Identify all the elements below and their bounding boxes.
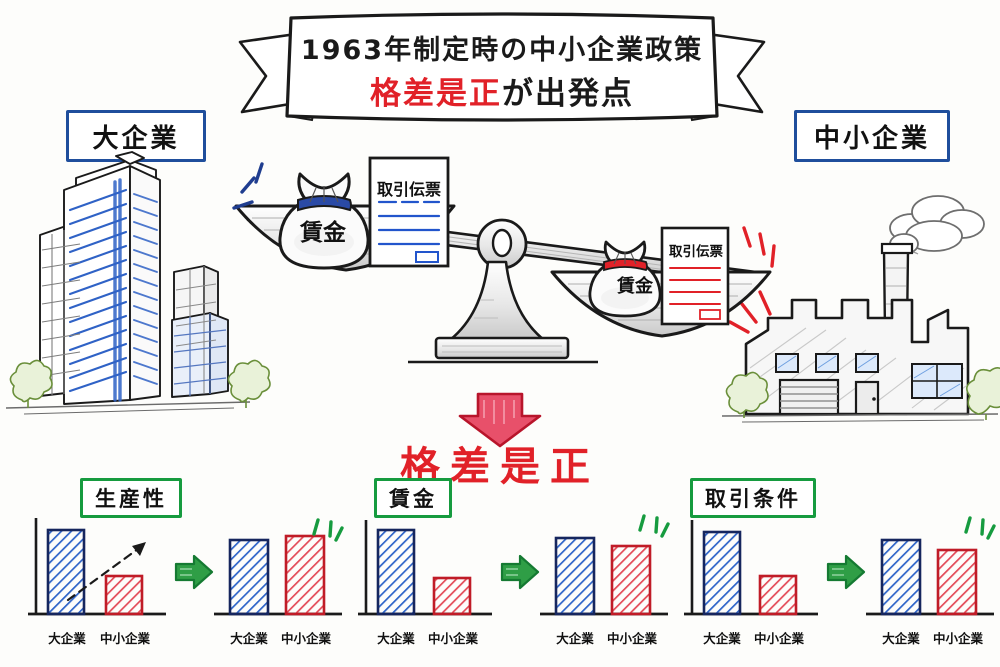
panel-trade-terms-chart — [684, 516, 996, 616]
panel-productivity: 生産性 — [18, 478, 348, 663]
green-arrow-icon — [174, 554, 214, 590]
smoke-icon — [889, 195, 985, 255]
document-slip-red — [660, 226, 730, 326]
banner-title-line-2: 格差是正が出発点 — [232, 68, 772, 113]
tree-icon — [9, 359, 271, 408]
factory-window-icon — [775, 353, 963, 399]
panel-productivity-before-cat-1: 大企業 — [48, 631, 86, 646]
sparkle-icon — [312, 518, 344, 542]
document-slip-blue — [368, 156, 450, 268]
factory-illustration — [721, 195, 1000, 423]
panel-productivity-after-cat-2: 中小企業 — [280, 631, 331, 646]
panel-productivity-title: 生産性 — [80, 478, 182, 518]
scale-stand — [408, 260, 598, 364]
banner-ribbon-shape — [238, 12, 766, 122]
emphasis-marks-red-scale — [742, 226, 776, 268]
balance-scale-illustration — [232, 156, 776, 364]
money-bag-small — [588, 240, 662, 318]
panel-productivity-after-cat-1: 大企業 — [230, 631, 268, 646]
green-arrow-icon — [500, 554, 540, 590]
sparkle-icon — [964, 516, 996, 540]
tree-icon — [725, 367, 1000, 420]
document-slip-blue-title: 取引伝票 — [376, 180, 441, 199]
panel-trade-terms: 取引条件 — [676, 478, 998, 663]
panel-wages-before-cat-2: 中小企業 — [427, 631, 478, 646]
document-slip-red-title: 取引伝票 — [669, 244, 723, 260]
panel-productivity-chart — [28, 518, 344, 616]
factory-shutter-icon — [778, 378, 880, 416]
title-banner: 1963年制定時の中小企業政策 格差是正が出発点 — [232, 4, 772, 128]
panel-trade-terms-before-cat-2: 中小企業 — [753, 631, 804, 646]
emphasis-marks-red — [728, 290, 772, 334]
scale-pivot — [476, 218, 528, 270]
banner-title-highlight: 格差是正 — [370, 76, 502, 112]
banner-title-line-1: 1963年制定時の中小企業政策 — [300, 35, 704, 66]
sparkle-icon — [638, 514, 670, 538]
panel-trade-terms-title: 取引条件 — [690, 478, 816, 518]
banner-title-suffix: が出発点 — [502, 76, 634, 112]
emphasis-marks-blue — [232, 162, 264, 210]
panel-wages-after-cat-2: 中小企業 — [606, 631, 657, 646]
panel-wages-after-cat-1: 大企業 — [556, 631, 594, 646]
red-down-arrow-icon — [458, 392, 542, 448]
panel-trade-terms-after-cat-2: 中小企業 — [932, 631, 983, 646]
money-bag-large — [278, 172, 370, 270]
panel-wages-chart — [358, 514, 670, 616]
panel-wages: 賃金 — [352, 478, 672, 663]
label-sme: 中小企業 — [794, 110, 950, 162]
panel-trade-terms-before-cat-1: 大企業 — [703, 631, 741, 646]
panel-trade-terms-after-cat-1: 大企業 — [882, 631, 920, 646]
skyscraper-illustration — [5, 151, 271, 415]
money-bag-small-label: 賃金 — [617, 276, 653, 297]
panel-wages-title: 賃金 — [374, 478, 452, 518]
panel-productivity-before-cat-2: 中小企業 — [99, 631, 150, 646]
money-bag-large-label: 賃金 — [300, 220, 346, 246]
green-arrow-icon — [826, 554, 866, 590]
panel-wages-before-cat-1: 大企業 — [377, 631, 415, 646]
